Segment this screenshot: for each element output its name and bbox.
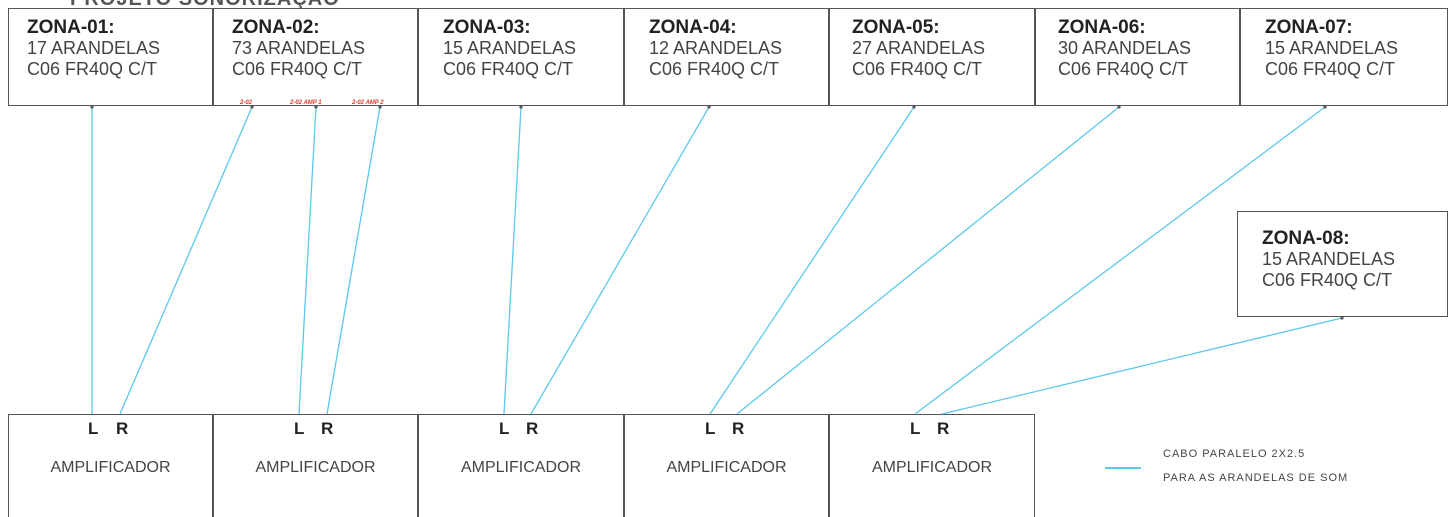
wire-zone02-amp2-r — [326, 106, 381, 415]
zone-model: C06 FR40Q C/T — [649, 59, 780, 79]
zone-name: ZONA-08: — [1262, 228, 1350, 249]
zone-name: ZONA-03: — [443, 17, 531, 38]
zone-model: C06 FR40Q C/T — [27, 59, 158, 79]
zone-model: C06 FR40Q C/T — [1265, 59, 1396, 79]
zone2-tag: 2-02 AMP 2 — [352, 100, 384, 106]
zone-count: 15 ARANDELAS — [443, 38, 577, 58]
amplifier-label: AMPLIFICADOR — [255, 459, 376, 476]
zone-name: ZONA-02: — [232, 17, 320, 38]
legend-line1: CABO PARALELO 2X2.5 — [1163, 448, 1306, 460]
zone-box-05: ZONA-05: 27 ARANDELAS C06 FR40Q C/T — [829, 8, 1035, 106]
wire-zone02-amp1-r — [119, 106, 253, 415]
amplifier-box-2: L R AMPLIFICADOR — [213, 414, 418, 517]
wire-terminal — [1117, 105, 1121, 109]
channel-r: R — [526, 419, 539, 438]
wire-terminal — [519, 105, 523, 109]
channel-l: L — [88, 419, 99, 438]
page-title: PROJETO SONORIZAÇÃO — [70, 0, 340, 11]
zone-count: 12 ARANDELAS — [649, 38, 783, 58]
zone-model: C06 FR40Q C/T — [443, 59, 574, 79]
zone-model: C06 FR40Q C/T — [1058, 59, 1189, 79]
wire-zone07-amp5-l — [914, 106, 1326, 415]
zone-count: 30 ARANDELAS — [1058, 38, 1192, 58]
zone-box-07: ZONA-07: 15 ARANDELAS C06 FR40Q C/T — [1240, 8, 1448, 106]
zone-box-01: ZONA-01: 17 ARANDELAS C06 FR40Q C/T — [8, 8, 213, 106]
amplifier-label: AMPLIFICADOR — [50, 459, 171, 476]
amplifier-label: AMPLIFICADOR — [871, 459, 992, 476]
wire-zone08-amp5-r — [941, 317, 1343, 415]
zone-count: 15 ARANDELAS — [1265, 38, 1399, 58]
amplifier-box-3: L R AMPLIFICADOR — [418, 414, 624, 517]
wire-zone03-amp3-l — [503, 106, 522, 415]
zone-model: C06 FR40Q C/T — [232, 59, 363, 79]
zone-name: ZONA-07: — [1265, 17, 1353, 38]
wire-terminal — [90, 105, 94, 109]
channel-r: R — [732, 419, 745, 438]
wire-terminal — [707, 105, 711, 109]
wire-terminal — [250, 105, 254, 109]
wire-terminal — [1340, 316, 1344, 320]
channel-l: L — [499, 419, 510, 438]
zone-count: 73 ARANDELAS — [232, 38, 366, 58]
channel-r: R — [937, 419, 950, 438]
wire-terminal — [912, 105, 916, 109]
channel-l: L — [705, 419, 716, 438]
zone-model: C06 FR40Q C/T — [1262, 270, 1393, 290]
amplifier-label: AMPLIFICADOR — [460, 459, 581, 476]
zone-name: ZONA-01: — [27, 17, 115, 38]
amplifier-box-1: L R AMPLIFICADOR — [8, 414, 213, 517]
channel-r: R — [321, 419, 334, 438]
channel-l: L — [294, 419, 305, 438]
zone-box-06: ZONA-06: 30 ARANDELAS C06 FR40Q C/T — [1035, 8, 1240, 106]
wire-terminal — [314, 105, 318, 109]
wire-terminal — [378, 105, 382, 109]
channel-l: L — [910, 419, 921, 438]
zone-name: ZONA-06: — [1058, 17, 1146, 38]
amplifier-label: AMPLIFICADOR — [666, 459, 787, 476]
zone-count: 15 ARANDELAS — [1262, 249, 1396, 269]
legend-cable-swatch — [1105, 467, 1141, 469]
wire-zone06-amp4-r — [736, 106, 1120, 415]
wire-zone02-amp2-l — [298, 106, 317, 415]
wire-terminal — [1323, 105, 1327, 109]
zone-name: ZONA-04: — [649, 17, 737, 38]
zone-model: C06 FR40Q C/T — [852, 59, 983, 79]
zone-count: 17 ARANDELAS — [27, 38, 161, 58]
wire-zone05-amp4-l — [709, 106, 915, 415]
wire-zone04-amp3-r — [530, 106, 710, 415]
zone2-tag: 2-02 — [240, 100, 253, 106]
amplifier-box-5: L R AMPLIFICADOR — [829, 414, 1035, 517]
zone2-tag: 2-02 AMP 1 — [290, 100, 322, 106]
zone-box-04: ZONA-04: 12 ARANDELAS C06 FR40Q C/T — [624, 8, 829, 106]
legend-line2: PARA AS ARANDELAS DE SOM — [1163, 472, 1349, 484]
channel-r: R — [116, 419, 129, 438]
zone-name: ZONA-05: — [852, 17, 940, 38]
zone-box-08: ZONA-08: 15 ARANDELAS C06 FR40Q C/T — [1237, 211, 1448, 317]
amplifier-box-4: L R AMPLIFICADOR — [624, 414, 829, 517]
zone-count: 27 ARANDELAS — [852, 38, 986, 58]
